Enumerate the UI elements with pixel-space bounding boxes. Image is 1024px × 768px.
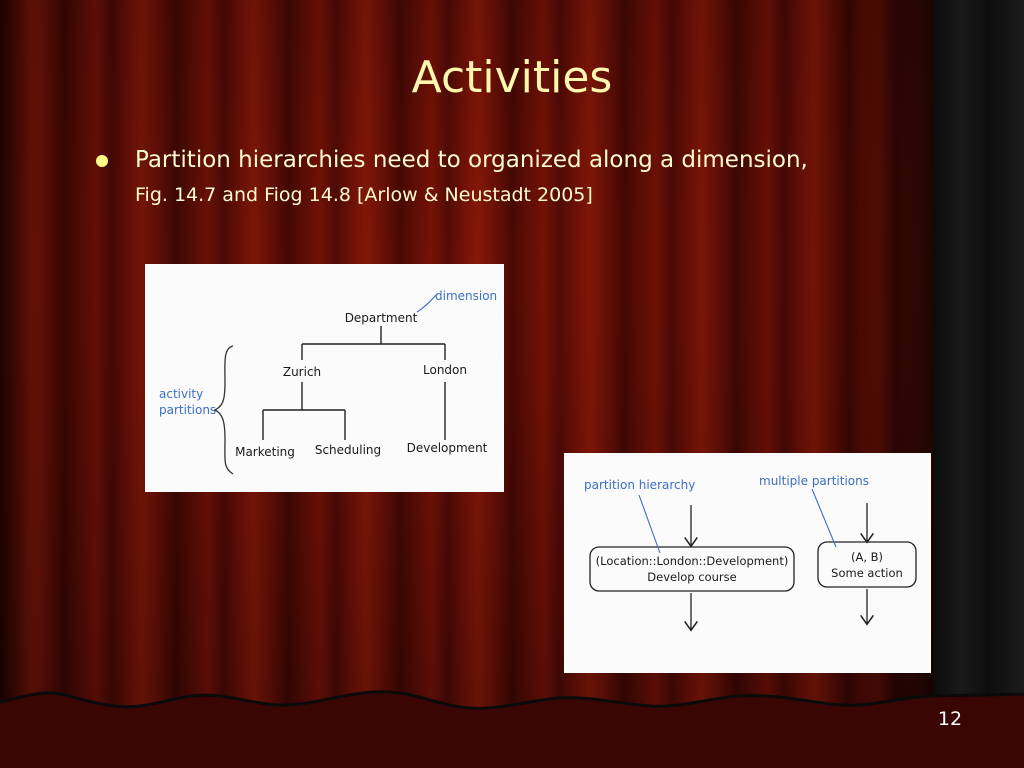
- partition-actions-figure: partition hierarchy multiple partitions …: [564, 453, 931, 673]
- partitions-brace: [213, 345, 234, 475]
- node-department: Department: [345, 311, 418, 325]
- node-development: Development: [407, 441, 488, 455]
- partition-actions-diagram: partition hierarchy multiple partitions …: [584, 474, 917, 673]
- node1-partition: (Location::London::Development): [596, 554, 789, 568]
- action-node-some-action: [817, 541, 917, 588]
- bullet-subtext: Fig. 14.7 and Fiog 14.8 [Arlow & Neustad…: [135, 184, 593, 206]
- label-partition-hierarchy: partition hierarchy: [584, 478, 695, 492]
- dimension-pointer: [416, 293, 438, 313]
- dark-side-panel: [934, 0, 1024, 768]
- slide-title: Activities: [411, 52, 613, 103]
- node-scheduling: Scheduling: [315, 443, 381, 457]
- label-dimension: dimension: [435, 289, 497, 303]
- action-node-develop-course: [589, 546, 795, 592]
- label-activity: activity: [159, 387, 203, 401]
- node-zurich: Zurich: [283, 365, 321, 379]
- partition-hierarchy-figure: Department dimension Zurich London Marke…: [145, 264, 504, 492]
- node1-action: Develop course: [647, 570, 736, 584]
- node-london: London: [423, 363, 467, 377]
- node2-action: Some action: [831, 566, 903, 580]
- bullet-dot: [96, 155, 108, 167]
- node2-partition: (A, B): [851, 550, 883, 564]
- label-multiple-partitions: multiple partitions: [759, 474, 869, 488]
- node-marketing: Marketing: [235, 445, 295, 459]
- slide-number: 12: [937, 708, 963, 730]
- label-partitions: partitions: [159, 403, 216, 417]
- stage-floor: [0, 690, 1024, 768]
- partition-hierarchy-diagram: Department dimension Zurich London Marke…: [159, 289, 497, 475]
- bullet-text: Partition hierarchies need to organized …: [135, 147, 808, 173]
